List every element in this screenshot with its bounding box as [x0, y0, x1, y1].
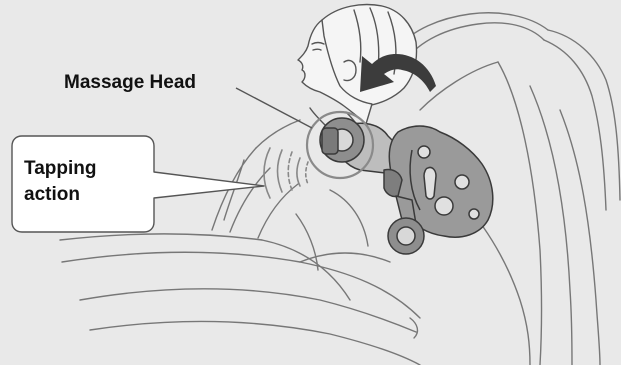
massage-head-label: Massage Head: [64, 72, 196, 93]
massage-mechanism: [320, 118, 493, 254]
massage-head-leader-line: [236, 88, 312, 128]
tapping-label-line1: Tapping: [24, 158, 96, 179]
motion-lines-icon: [264, 148, 308, 198]
tapping-label-line2: action: [24, 184, 80, 205]
